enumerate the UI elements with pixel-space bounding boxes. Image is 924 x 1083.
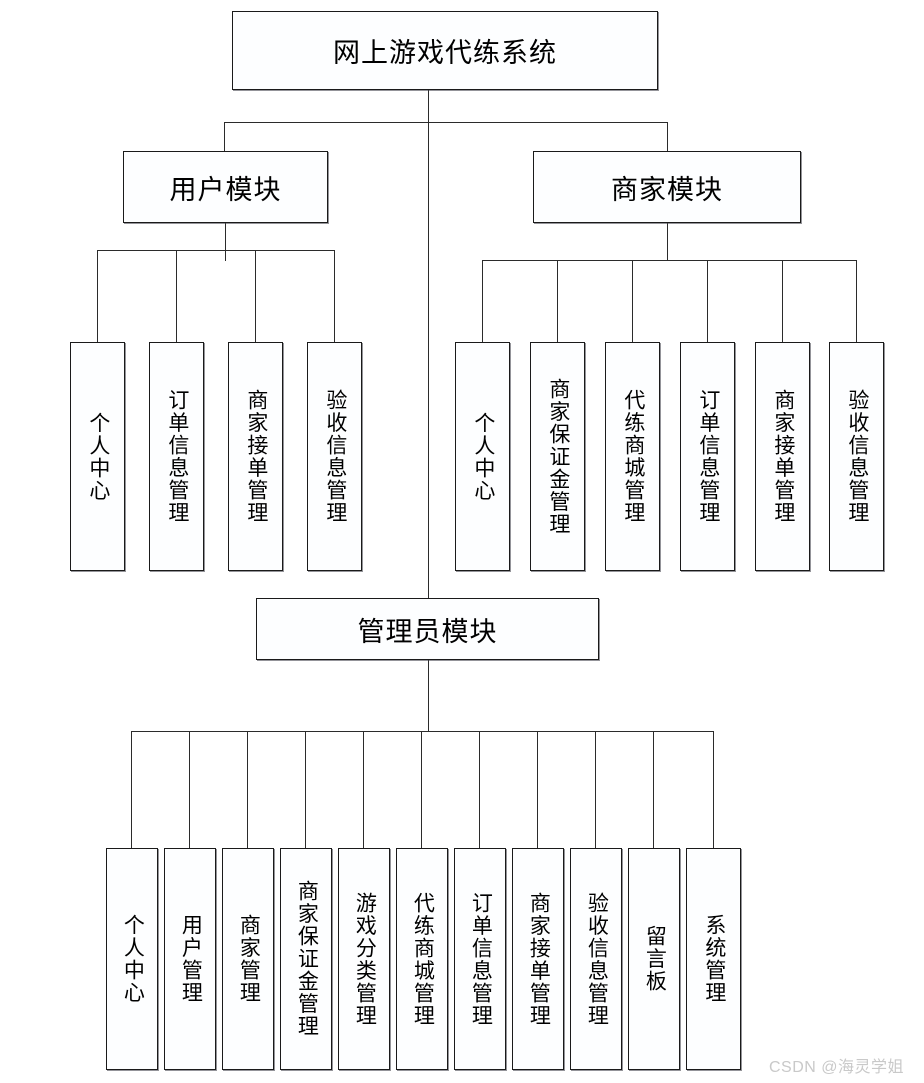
node-admin-leaf-merchant-mgmt[interactable]: 商家管理 xyxy=(222,848,274,1070)
node-label: 商家模块 xyxy=(611,174,723,205)
node-module-user[interactable]: 用户模块 xyxy=(123,151,328,223)
node-merchant-leaf-order-info[interactable]: 订单信息管理 xyxy=(680,342,735,571)
node-admin-leaf-deposit-mgmt[interactable]: 商家保证金管理 xyxy=(280,848,332,1070)
node-label: 个人中心 xyxy=(86,411,110,502)
connector-merchant-child-drop xyxy=(632,260,633,342)
node-label: 用户管理 xyxy=(179,914,203,1004)
connector-admin-child-drop xyxy=(131,731,132,848)
node-merchant-leaf-accept-order[interactable]: 商家接单管理 xyxy=(755,342,810,571)
node-label: 个人中心 xyxy=(471,411,495,502)
connector-drop-merchant xyxy=(667,122,668,152)
connector-merchant-drop xyxy=(667,223,668,261)
connector-merchant-child-drop xyxy=(856,260,857,342)
connector-user-child-drop xyxy=(334,250,335,342)
node-module-admin[interactable]: 管理员模块 xyxy=(256,598,599,660)
node-user-leaf-merchant-accept[interactable]: 商家接单管理 xyxy=(228,342,283,571)
node-label: 验收信息管理 xyxy=(323,389,347,524)
connector-merchant-child-drop xyxy=(782,260,783,342)
node-admin-leaf-personal-center[interactable]: 个人中心 xyxy=(106,848,158,1070)
connector-merchant-bus xyxy=(482,260,857,261)
node-admin-leaf-mall-mgmt[interactable]: 代练商城管理 xyxy=(396,848,448,1070)
csdn-watermark: CSDN @海灵学姐 xyxy=(769,1059,905,1076)
node-merchant-leaf-deposit[interactable]: 商家保证金管理 xyxy=(530,342,585,571)
node-label: 订单信息管理 xyxy=(165,389,189,524)
connector-user-bus xyxy=(97,250,335,251)
node-admin-leaf-game-category-mgmt[interactable]: 游戏分类管理 xyxy=(338,848,390,1070)
node-user-leaf-order-info[interactable]: 订单信息管理 xyxy=(149,342,204,571)
node-label: 商家接单管理 xyxy=(771,389,795,524)
node-label: 游戏分类管理 xyxy=(353,891,377,1027)
connector-merchant-child-drop xyxy=(557,260,558,342)
node-label: 代练商城管理 xyxy=(411,891,435,1027)
connector-admin-child-drop xyxy=(247,731,248,848)
node-label: 系统管理 xyxy=(702,914,726,1004)
connector-admin-child-drop xyxy=(189,731,190,848)
node-label: 商家接单管理 xyxy=(527,891,551,1027)
node-label: 商家接单管理 xyxy=(244,389,268,524)
node-merchant-leaf-acceptance-info[interactable]: 验收信息管理 xyxy=(829,342,884,571)
connector-user-child-drop xyxy=(255,250,256,342)
connector-admin-child-drop xyxy=(653,731,654,848)
connector-admin-child-drop xyxy=(421,731,422,848)
node-label: 订单信息管理 xyxy=(469,891,493,1027)
node-label: 验收信息管理 xyxy=(585,891,609,1027)
node-admin-leaf-accept-order-mgmt[interactable]: 商家接单管理 xyxy=(512,848,564,1070)
connector-user-child-drop xyxy=(97,250,98,342)
connector-user-child-drop xyxy=(176,250,177,342)
node-admin-leaf-acceptance-info-mgmt[interactable]: 验收信息管理 xyxy=(570,848,622,1070)
connector-admin-drop xyxy=(428,660,429,732)
node-label: 订单信息管理 xyxy=(696,389,720,524)
node-label: 商家保证金管理 xyxy=(546,377,570,536)
node-merchant-leaf-mall[interactable]: 代练商城管理 xyxy=(605,342,660,571)
connector-admin-child-drop xyxy=(537,731,538,848)
node-label: 验收信息管理 xyxy=(845,389,869,524)
connector-drop-user xyxy=(224,122,225,152)
node-label: 代练商城管理 xyxy=(621,389,645,524)
connector-admin-child-drop xyxy=(713,731,714,848)
connector-root-bus xyxy=(224,122,668,123)
connector-user-drop xyxy=(225,223,226,261)
connector-admin-bus xyxy=(131,731,714,732)
node-label: 用户模块 xyxy=(169,174,282,205)
node-label: 个人中心 xyxy=(121,914,145,1004)
node-merchant-leaf-personal-center[interactable]: 个人中心 xyxy=(455,342,510,571)
node-admin-leaf-message-board[interactable]: 留言板 xyxy=(628,848,680,1070)
connector-admin-child-drop xyxy=(479,731,480,848)
node-module-merchant[interactable]: 商家模块 xyxy=(533,151,801,223)
node-label: 商家保证金管理 xyxy=(295,880,319,1038)
node-user-leaf-acceptance-info[interactable]: 验收信息管理 xyxy=(307,342,362,571)
connector-admin-child-drop xyxy=(305,731,306,848)
connector-admin-child-drop xyxy=(363,731,364,848)
connector-admin-child-drop xyxy=(595,731,596,848)
connector-merchant-child-drop xyxy=(482,260,483,342)
node-label: 商家管理 xyxy=(237,914,261,1004)
connector-root-to-admin xyxy=(428,122,429,599)
node-label: 留言板 xyxy=(643,925,667,993)
node-admin-leaf-user-mgmt[interactable]: 用户管理 xyxy=(164,848,216,1070)
node-admin-leaf-system-mgmt[interactable]: 系统管理 xyxy=(686,848,741,1070)
node-label: 网上游戏代练系统 xyxy=(333,38,557,68)
node-admin-leaf-order-info-mgmt[interactable]: 订单信息管理 xyxy=(454,848,506,1070)
node-root-system[interactable]: 网上游戏代练系统 xyxy=(232,11,658,90)
connector-root-drop xyxy=(428,90,429,123)
node-label: 管理员模块 xyxy=(357,616,498,647)
node-user-leaf-personal-center[interactable]: 个人中心 xyxy=(70,342,125,571)
connector-merchant-child-drop xyxy=(707,260,708,342)
